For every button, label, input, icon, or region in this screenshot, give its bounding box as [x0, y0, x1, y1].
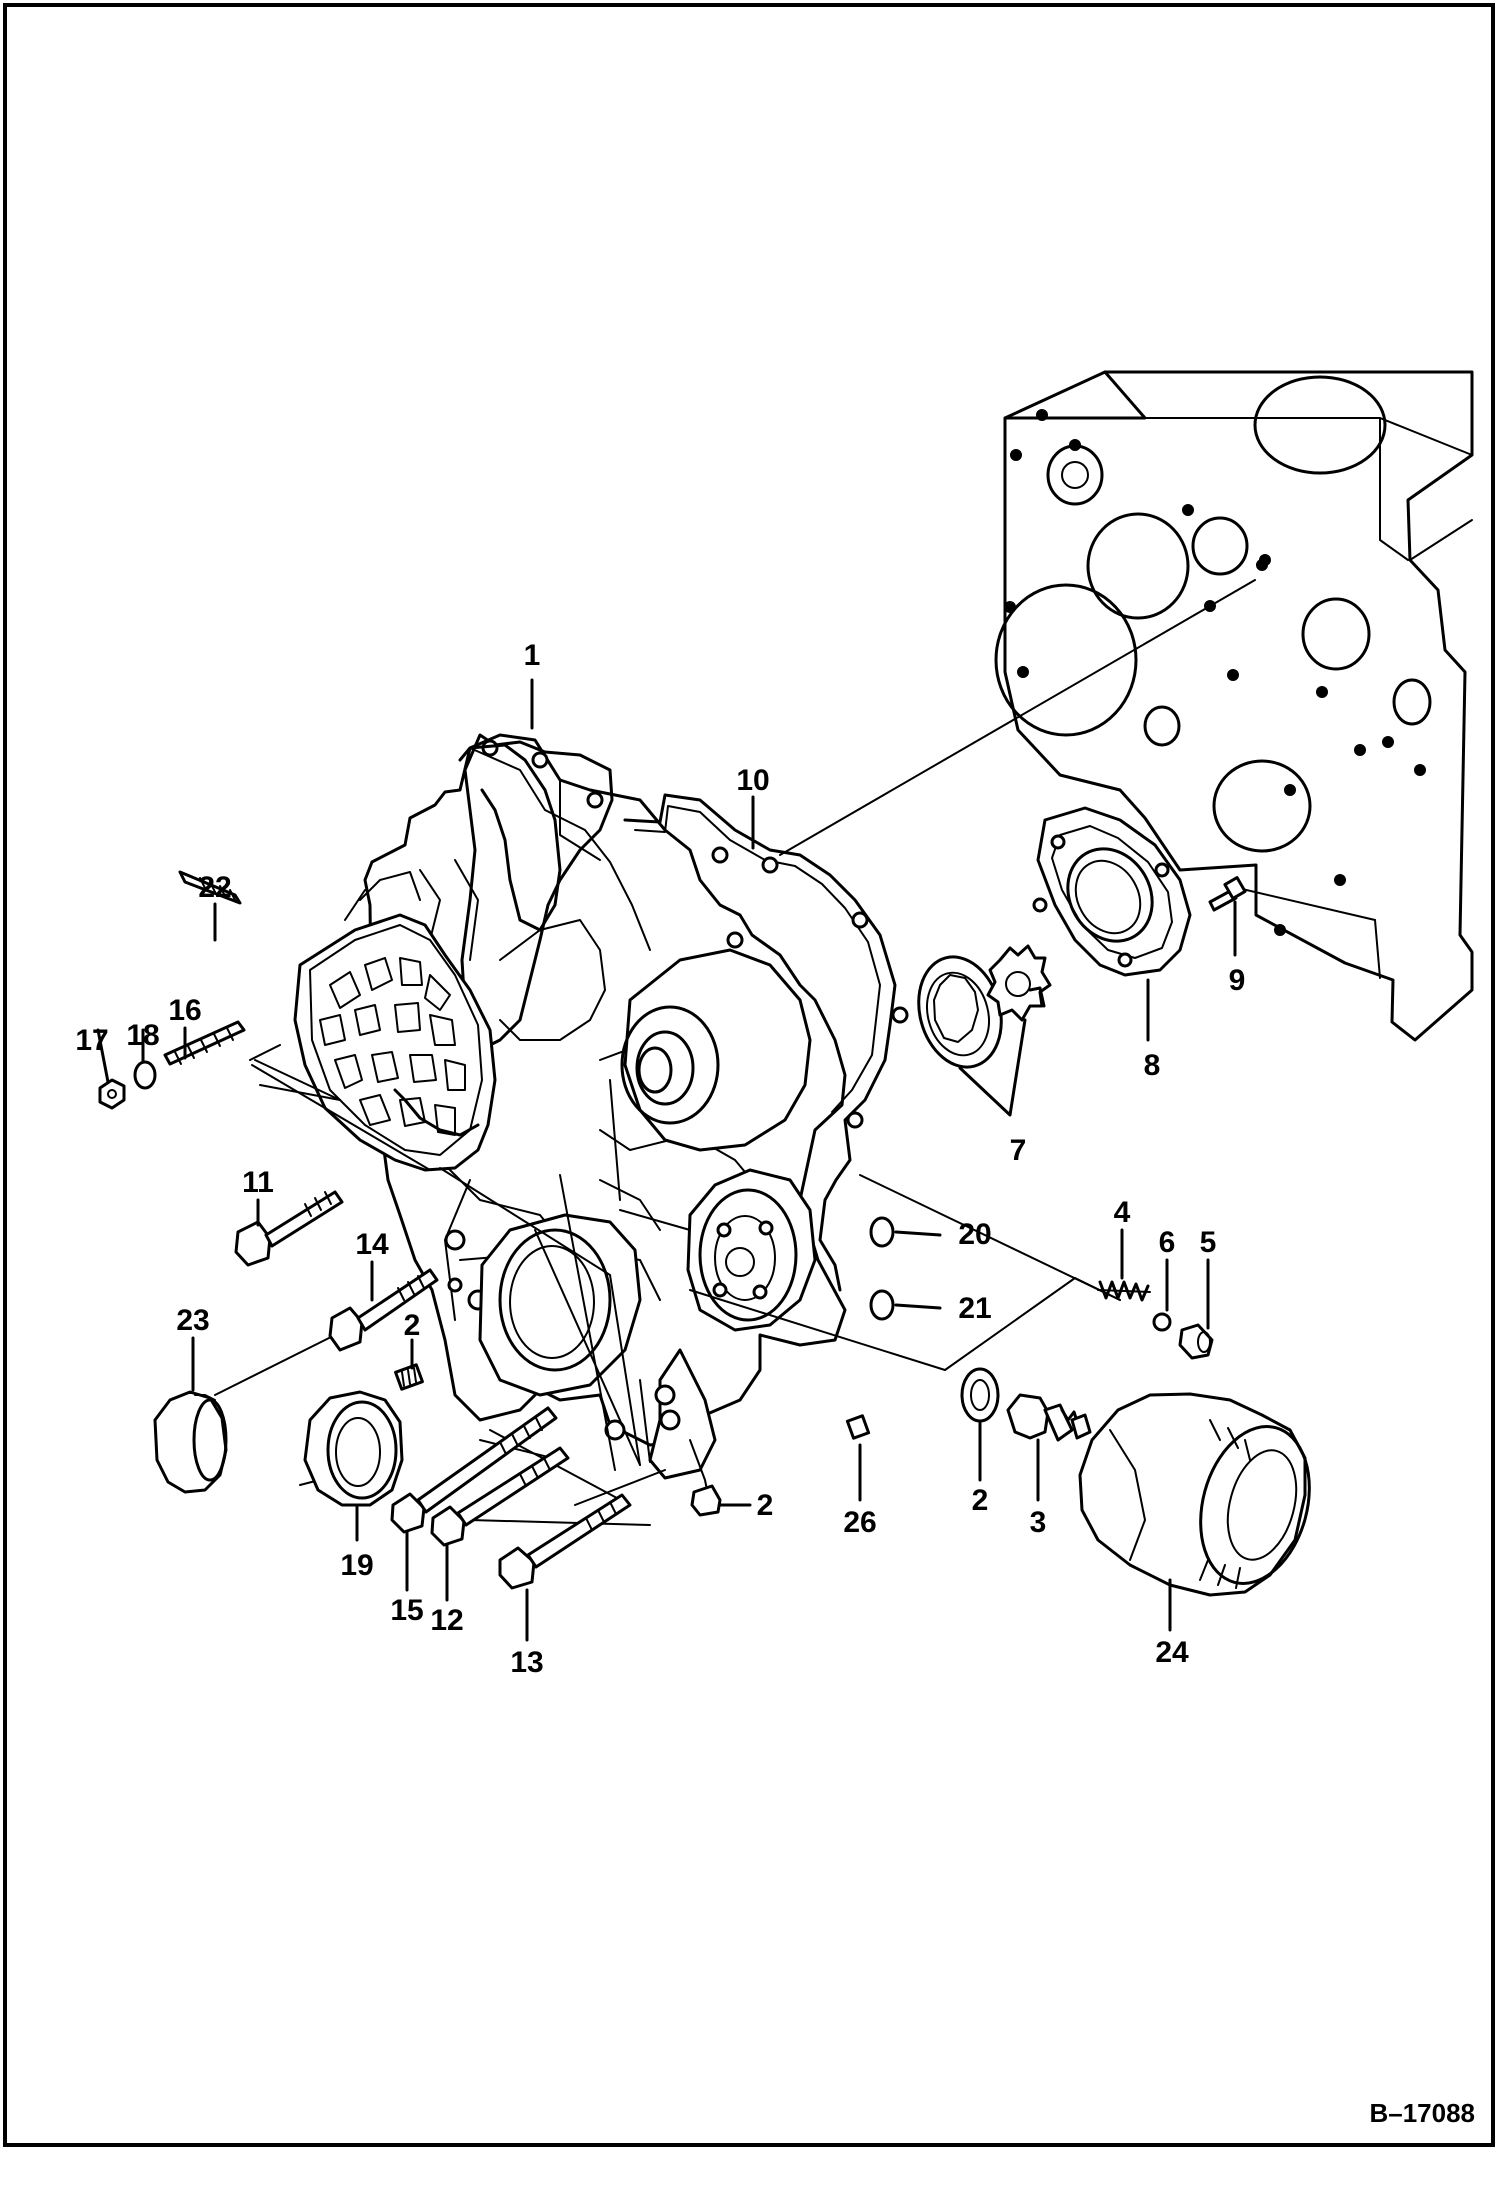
callout-23: 22 [198, 871, 231, 904]
crankshaft-seal [303, 1390, 404, 1507]
diagram-border [3, 3, 1495, 2147]
callout-19: 18 [126, 1019, 159, 1052]
part-23-stud [178, 870, 242, 905]
callout-6: 5 [1200, 1226, 1217, 1259]
callout-22: 21 [958, 1292, 991, 1325]
part-7-ball [1152, 1312, 1172, 1332]
callout-8: 7 [1010, 1134, 1027, 1167]
part-19-washer [133, 1060, 157, 1090]
part-1-water-pump-housing [458, 743, 562, 932]
part-2-plug-lower [690, 1484, 722, 1517]
part-14-bolt [498, 1493, 632, 1590]
part-3-washer [960, 1367, 1000, 1423]
part-17-stud [163, 1020, 246, 1066]
callout-17: 16 [168, 994, 201, 1027]
callout-13: 12 [430, 1604, 463, 1637]
callout-24: 23 [176, 1304, 209, 1337]
part-18-nut [98, 1078, 126, 1110]
callout-5: 4 [1114, 1196, 1131, 1229]
callout-14: 13 [510, 1646, 543, 1679]
part-21-oring [869, 1216, 895, 1248]
callout-15: 14 [355, 1228, 389, 1261]
oil-pump-rotor-inner [986, 944, 1052, 1022]
callout-leaders [96, 678, 1237, 1642]
callout-12: 11 [242, 1166, 274, 1199]
part-16-bolt [390, 1406, 558, 1534]
callout-18: 17 [75, 1024, 108, 1057]
callout-9: 8 [1144, 1049, 1161, 1082]
assembly-lines [214, 579, 1381, 1526]
callout-2-lower: 2 [757, 1489, 774, 1522]
callout-20: 19 [340, 1549, 373, 1582]
callout-3: 2 [972, 1484, 989, 1517]
callout-2-upper: 2 [404, 1309, 421, 1342]
callout-1: 1 [524, 639, 541, 672]
part-12-bolt [234, 1190, 344, 1267]
part-5-spring [1097, 1280, 1151, 1302]
callout-26: 26 [843, 1506, 876, 1539]
callout-21: 20 [958, 1218, 991, 1251]
gear-case-front-cover [293, 871, 497, 1172]
callout-16: 15 [390, 1594, 423, 1627]
part-15-bolt [328, 1268, 439, 1352]
callout-4: 3 [1030, 1506, 1047, 1539]
callout-25: 24 [1155, 1636, 1189, 1669]
part-13-bolt [430, 1446, 570, 1547]
part-10-screw [1208, 876, 1247, 912]
engine-block [994, 370, 1474, 1042]
figure-id: B–17088 [1369, 2098, 1475, 2128]
oil-filter [1078, 1392, 1311, 1597]
plug-cap [153, 1390, 228, 1494]
timing-cover [478, 948, 817, 1397]
oil-pump-cover [1032, 806, 1192, 977]
part-6-plug [1178, 1323, 1214, 1360]
oil-pump-rotor-outer [917, 955, 1003, 1069]
part-4-filter-adapter [1006, 1393, 1092, 1442]
callout-labels: 1 10 22 16 18 17 11 14 2 23 19 15 12 13 … [75, 639, 1245, 1679]
part-26-plug [845, 1414, 871, 1440]
callout-10: 9 [1229, 964, 1246, 997]
part-2-plug-upper [394, 1363, 424, 1391]
part-22-oring [869, 1289, 895, 1321]
callout-7: 6 [1159, 1226, 1176, 1259]
callout-11: 10 [736, 764, 769, 797]
